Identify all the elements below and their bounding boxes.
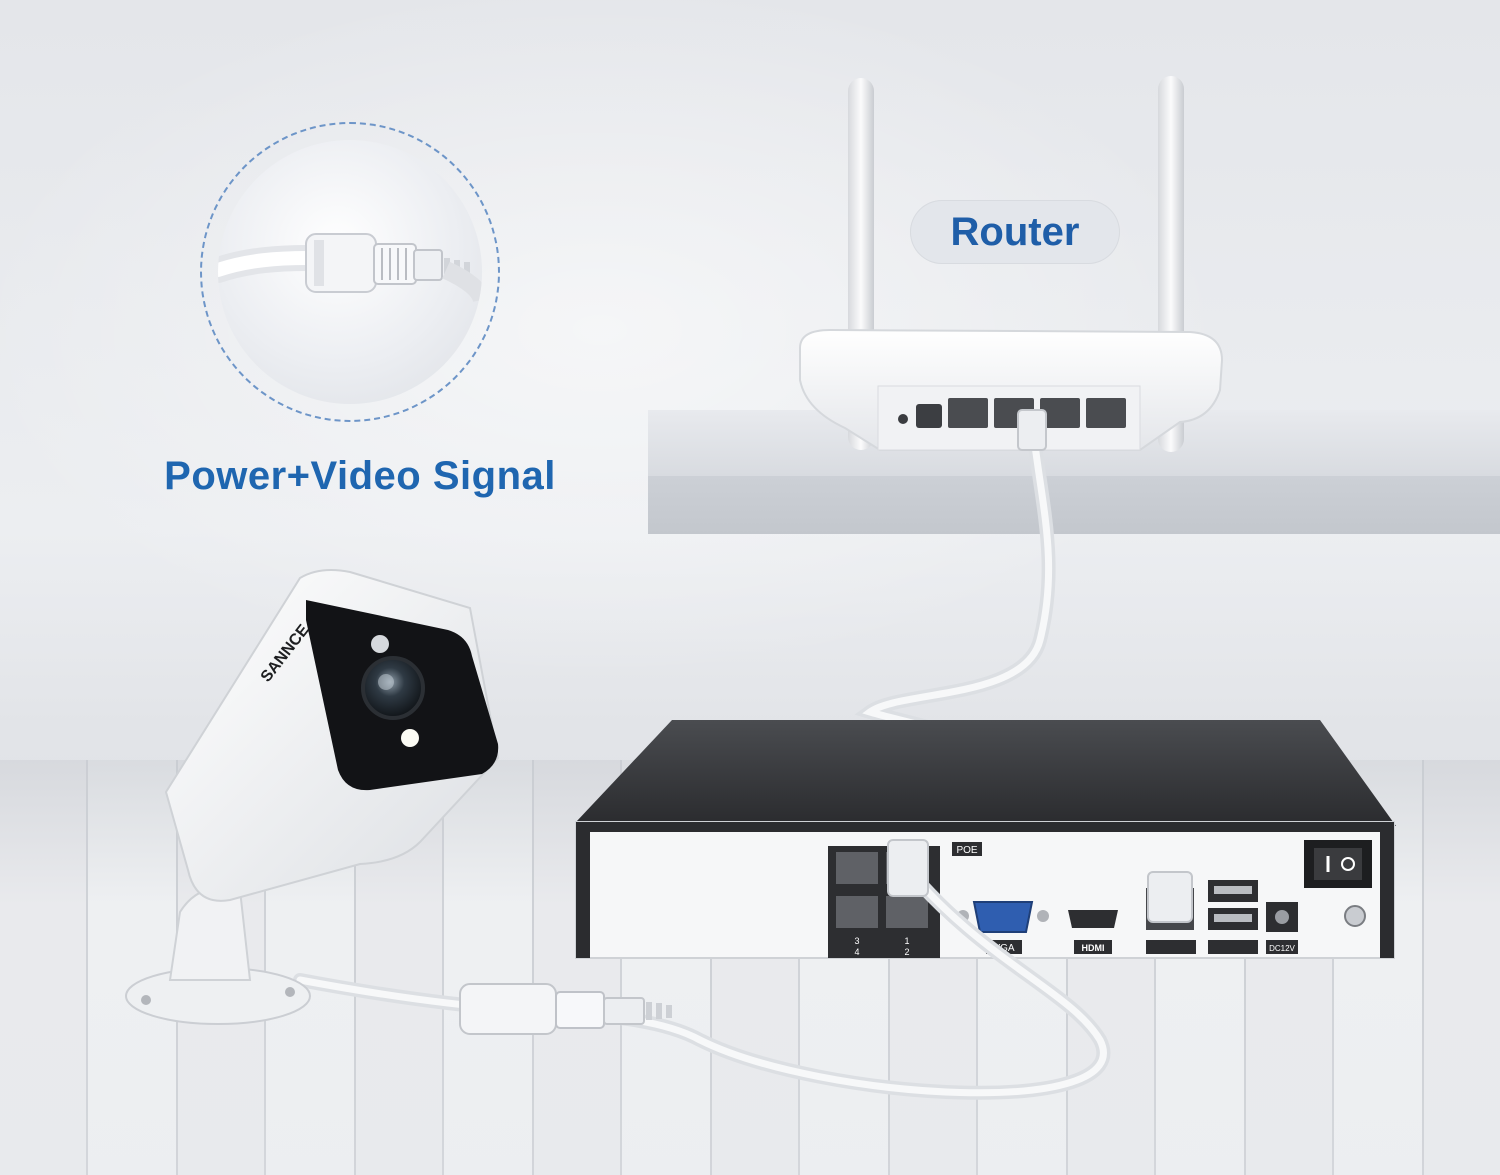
router-label-pill: Router bbox=[910, 200, 1120, 264]
nvr-recorder: POE 3 1 4 2 VGA HDMI bbox=[575, 720, 1396, 959]
hdmi-port: HDMI bbox=[1068, 910, 1118, 954]
connector-zoom-view bbox=[218, 140, 482, 404]
power-switch bbox=[1304, 840, 1372, 888]
poe-label: POE bbox=[956, 845, 977, 856]
port-number-3: 3 bbox=[854, 936, 859, 946]
hdmi-label: HDMI bbox=[1082, 943, 1105, 953]
port-number-4: 4 bbox=[854, 947, 859, 957]
router-device bbox=[799, 328, 1224, 451]
shelf-front bbox=[648, 476, 1500, 534]
usb-ports bbox=[1208, 880, 1258, 954]
dc-power-port: DC12V bbox=[1266, 902, 1298, 954]
port-number-1: 1 bbox=[904, 936, 909, 946]
vga-label: VGA bbox=[993, 943, 1014, 954]
power-video-signal-label: Power+Video Signal bbox=[164, 454, 556, 498]
rj45-connector-closeup bbox=[218, 233, 482, 303]
connector-zoom-circle bbox=[200, 122, 500, 422]
bullet-camera: SANNCE bbox=[164, 569, 500, 902]
dc-label: DC12V bbox=[1269, 944, 1295, 953]
ground-screw bbox=[1344, 905, 1366, 927]
port-number-2: 2 bbox=[904, 947, 909, 957]
cable-rj45-coupler bbox=[459, 983, 672, 1035]
router-label: Router bbox=[950, 210, 1080, 254]
camera-mount bbox=[125, 886, 311, 1025]
